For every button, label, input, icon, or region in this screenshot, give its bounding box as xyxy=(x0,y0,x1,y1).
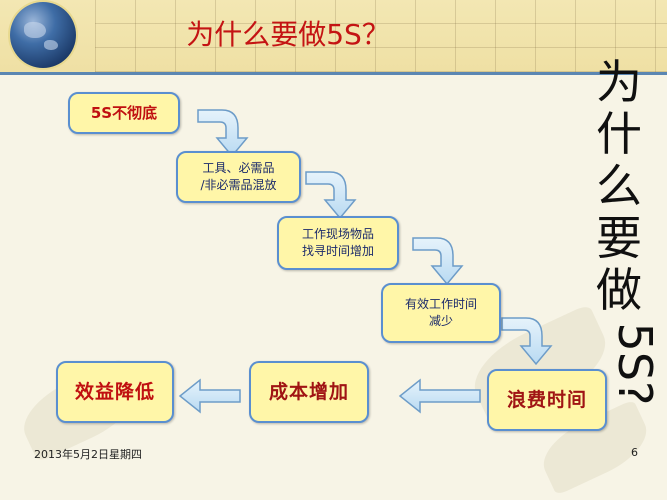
flow-step-line: 找寻时间增加 xyxy=(301,244,374,258)
flow-step-5s-incomplete: 5S不彻底 xyxy=(68,92,180,134)
flow-step-line: /非必需品混放 xyxy=(200,178,277,192)
header-grid-pattern xyxy=(95,0,667,72)
side-title-char: 做 xyxy=(596,263,642,317)
flow-step-line: 工作现场物品 xyxy=(301,227,374,241)
flow-step-label: 工具、必需品 /非必需品混放 xyxy=(200,160,276,194)
flow-step-waste-time: 浪费时间 xyxy=(487,369,607,431)
flow-step-label: 浪费时间 xyxy=(506,388,587,411)
flow-step-cost-increase: 成本增加 xyxy=(249,361,369,423)
flow-step-label: 成本增加 xyxy=(268,380,349,403)
header-band xyxy=(0,0,667,75)
left-arrow-2 xyxy=(178,378,241,414)
side-title-char: 为 xyxy=(596,55,642,109)
flow-step-line: 减少 xyxy=(428,314,453,328)
globe-icon xyxy=(10,2,76,68)
curved-arrow-2 xyxy=(305,171,357,220)
flow-step-benefit-decrease: 效益降低 xyxy=(56,361,174,423)
curved-arrow-1 xyxy=(197,109,249,158)
side-title-char: 要 xyxy=(596,211,642,265)
side-title-tail: 5S? xyxy=(608,322,662,406)
flow-step-label: 工作现场物品 找寻时间增加 xyxy=(302,226,374,260)
flow-step-line: 工具、必需品 xyxy=(202,161,275,175)
curved-arrow-3 xyxy=(412,237,464,286)
flow-step-search-time: 工作现场物品 找寻时间增加 xyxy=(277,216,399,270)
curved-arrow-4 xyxy=(501,317,553,366)
flow-step-mixed-items: 工具、必需品 /非必需品混放 xyxy=(176,151,301,203)
side-title-char: 么 xyxy=(596,159,642,213)
flow-step-label: 5S不彻底 xyxy=(90,103,158,122)
flow-step-label: 效益降低 xyxy=(74,380,155,403)
flow-step-effective-time: 有效工作时间 减少 xyxy=(381,283,501,343)
flow-step-label: 有效工作时间 减少 xyxy=(405,296,477,330)
flow-step-line: 有效工作时间 xyxy=(404,297,477,311)
side-vertical-title: 为 什 么 要 做 5S? xyxy=(574,55,664,405)
side-title-char: 什 xyxy=(596,107,642,161)
slide-title: 为什么要做5S？ xyxy=(186,18,390,51)
footer-date: 2013年5月2日星期四 xyxy=(34,448,142,461)
left-arrow-1 xyxy=(398,378,481,414)
page-number: 6 xyxy=(631,446,638,459)
